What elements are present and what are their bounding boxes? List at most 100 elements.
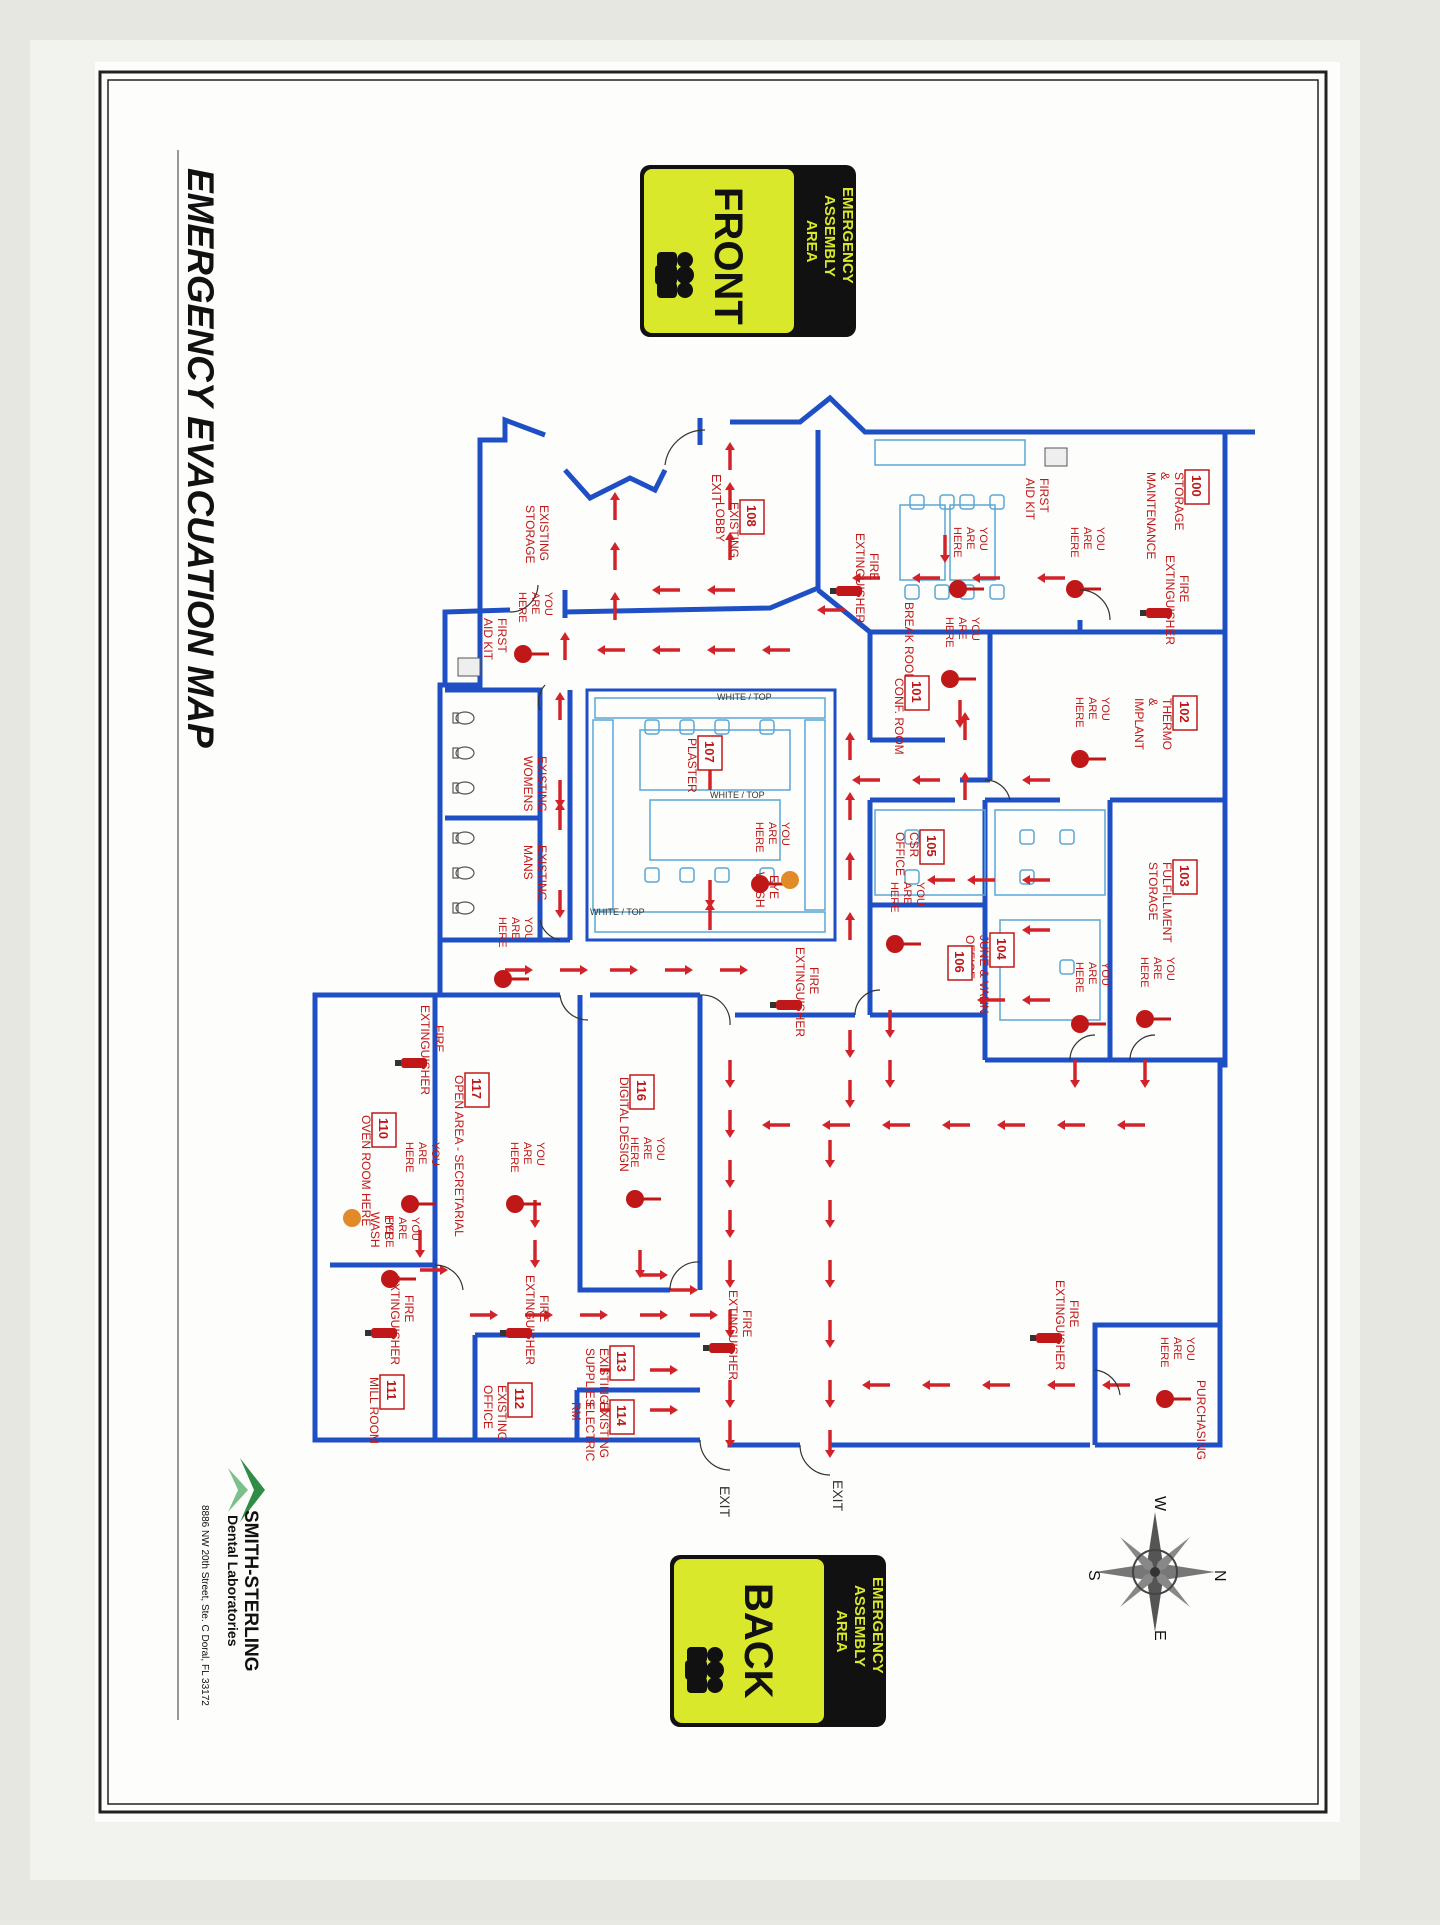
route-arrow <box>640 1270 668 1280</box>
route-arrow <box>650 1365 678 1375</box>
chairs <box>644 494 1075 975</box>
room-name: MANS <box>521 845 535 880</box>
you-are-here-label: YOU <box>429 1142 441 1166</box>
eye-wash-label: WASH <box>368 1212 382 1248</box>
route-arrow <box>817 605 845 615</box>
route-arrow <box>652 585 680 595</box>
room-name: OFFICE <box>893 832 907 876</box>
route-arrow <box>707 645 735 655</box>
room-name: PURCHASING <box>1194 1380 1208 1460</box>
route-arrow <box>825 1430 835 1458</box>
you-are-here-label: YOU <box>779 822 791 846</box>
you-are-here-label: YOU <box>542 592 554 616</box>
company-logo <box>228 1458 265 1522</box>
route-arrow <box>1037 573 1065 583</box>
room-name: JUNE & VANN <box>977 935 991 1013</box>
route-arrow <box>725 1310 735 1338</box>
room-name: IMPLANT <box>1132 698 1146 751</box>
route-arrow <box>725 1060 735 1088</box>
route-arrow <box>845 792 855 820</box>
fire-extinguisher-icon <box>1036 1333 1062 1343</box>
you-are-here-label: YOU <box>522 917 534 941</box>
room-106: 106 <box>947 945 973 981</box>
route-arrow <box>725 442 735 470</box>
route-arrow <box>922 1380 950 1390</box>
route-arrow <box>1022 775 1050 785</box>
route-arrow <box>762 645 790 655</box>
room-name: THERMO <box>1160 698 1174 750</box>
room-number: 105 <box>924 835 939 857</box>
chair-icon <box>904 869 920 885</box>
chair-icon <box>1059 959 1075 975</box>
route-arrow <box>597 645 625 655</box>
you-are-here-label: HERE <box>888 882 900 913</box>
room-name: OPEN AREA - SECRETARIAL <box>452 1075 466 1237</box>
chair-icon <box>1019 829 1035 845</box>
route-arrow <box>982 1380 1010 1390</box>
fire-extinguisher-label: EXTINGUISHER <box>1163 555 1177 645</box>
route-arrow <box>580 1310 608 1320</box>
room-name: PLASTER <box>685 738 699 793</box>
route-arrow <box>652 645 680 655</box>
room-number: 116 <box>634 1080 649 1101</box>
route-arrow <box>470 1310 498 1320</box>
room-name: DIGITAL DESIGN <box>617 1077 631 1172</box>
route-arrow <box>525 1310 553 1320</box>
assembly-sign-back: EMERGENCY ASSEMBLY AREA BACK <box>670 1555 886 1727</box>
chair-icon <box>939 494 955 510</box>
you-are-here-label: YOU <box>1099 697 1111 721</box>
you-are-here-label: YOU <box>914 882 926 906</box>
route-arrow <box>912 775 940 785</box>
you-are-here-label: HERE <box>383 1217 395 1248</box>
eye-wash-plaster: EYE WASH <box>753 871 799 908</box>
you-are-here-label: HERE <box>1073 962 1085 993</box>
room-number: 106 <box>952 951 967 973</box>
logo-chevron-icon <box>240 1458 265 1522</box>
room-name: SUPPLIES <box>583 1348 597 1407</box>
route-arrow <box>845 1030 855 1058</box>
chair-icon <box>904 584 920 600</box>
assembly-back-label: BACK <box>736 1583 780 1699</box>
route-arrow <box>885 1010 895 1038</box>
eye-wash-label: EYE <box>382 1215 396 1239</box>
you-are-here-label: HERE <box>508 1142 520 1173</box>
room-name: EXISTING <box>597 1348 611 1404</box>
route-arrow <box>725 1110 735 1138</box>
route-arrow <box>825 1200 835 1228</box>
chair-icon <box>959 494 975 510</box>
route-arrow <box>610 542 620 570</box>
route-arrow <box>560 632 570 660</box>
route-arrow <box>560 965 588 975</box>
assembly-back-heading-1: EMERGENCY <box>869 1577 886 1674</box>
room-number: 100 <box>1189 475 1204 497</box>
room-name: STORAGE <box>1172 472 1186 530</box>
route-arrow <box>1057 1120 1085 1130</box>
chair-icon <box>1059 829 1075 845</box>
route-arrow <box>1070 1060 1080 1088</box>
exit-label-lobby: EXIT <box>709 474 724 503</box>
inner-border <box>107 79 1319 1805</box>
you-are-here-label: ARE <box>1081 527 1093 550</box>
toilet-icon <box>455 866 475 880</box>
you-are-here-label: HERE <box>1068 527 1080 558</box>
exit-label-bottom-left: EXIT <box>717 1486 733 1518</box>
paper-sheet <box>95 62 1340 1822</box>
assembly-front-heading-3: AREA <box>803 220 820 263</box>
fire-extinguisher-label: FIRE <box>432 1025 446 1052</box>
route-arrow <box>725 482 735 510</box>
you-are-here-label: YOU <box>534 1142 546 1166</box>
